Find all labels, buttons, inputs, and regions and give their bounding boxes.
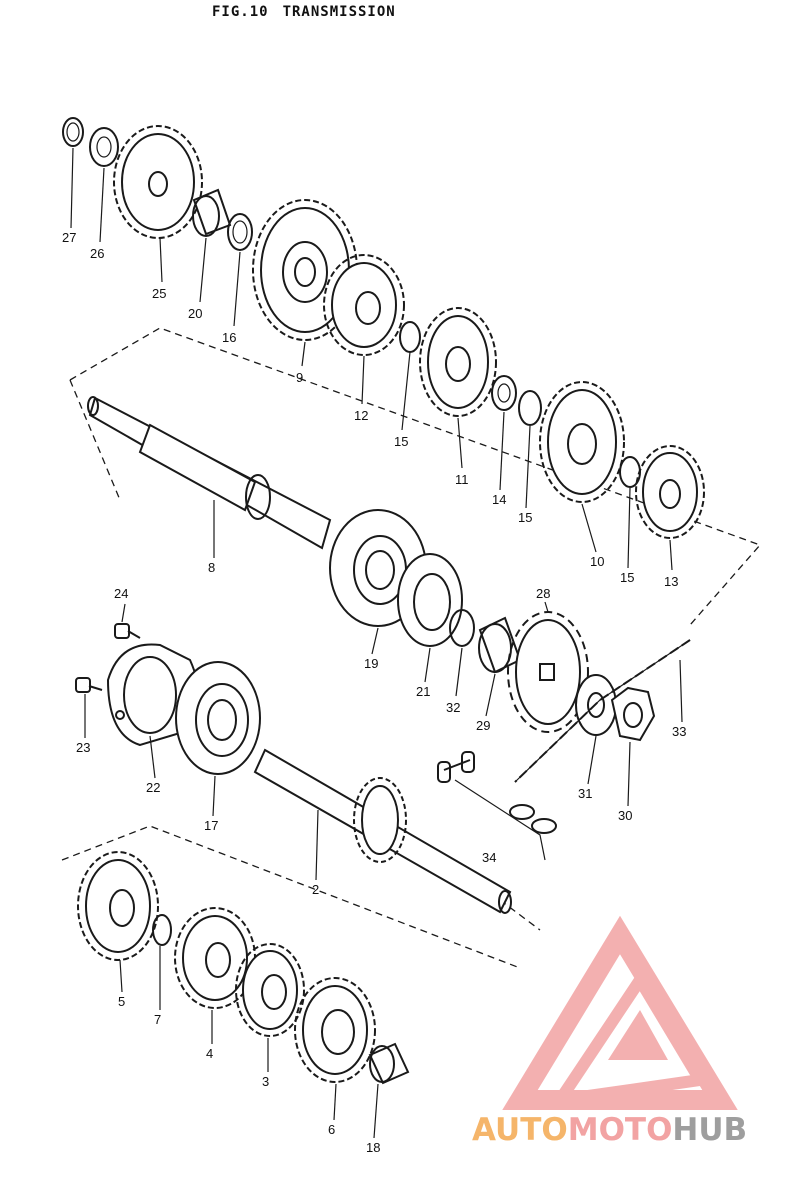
part-label: 9	[296, 370, 303, 385]
part-32-o-ring	[449, 609, 475, 647]
part-23-bolt	[75, 677, 103, 693]
part-label: 3	[262, 1074, 269, 1089]
watermark-logo-icon	[502, 915, 738, 1110]
part-labels: 27 26 25 20 16 9 12 15 11 14 15 10 15 13…	[62, 230, 686, 1155]
watermark-text-hub: HUB	[672, 1112, 748, 1148]
part-8-countershaft	[87, 396, 332, 550]
part-label: 34	[482, 850, 496, 865]
watermark-text-auto: AUTO	[472, 1112, 568, 1148]
part-29-spacer	[478, 616, 522, 674]
watermark-text: AUTOMOTOHUB	[472, 1112, 747, 1148]
part-label: 25	[152, 286, 166, 301]
watermark-text-moto: MOTO	[567, 1112, 673, 1148]
part-7-circlip	[152, 914, 172, 946]
part-12-gear	[323, 254, 405, 356]
part-18-bushing	[368, 1042, 410, 1085]
part-2-main-shaft	[253, 748, 512, 914]
part-5-gear	[77, 851, 159, 961]
part-label: 26	[90, 246, 104, 261]
part-27-circlip	[62, 117, 84, 147]
part-16-washer	[227, 213, 253, 251]
part-34-chain-joint	[437, 751, 557, 861]
part-label: 33	[672, 724, 686, 739]
part-label: 18	[366, 1140, 380, 1155]
lower-group-boundary	[61, 825, 541, 969]
part-label: 15	[518, 510, 532, 525]
part-label: 7	[154, 1012, 161, 1027]
part-label: 32	[446, 700, 460, 715]
part-label: 8	[208, 560, 215, 575]
part-25-gear	[113, 125, 203, 239]
part-17-bearing	[175, 661, 261, 775]
part-label: 11	[455, 472, 469, 487]
part-label: 10	[590, 554, 604, 569]
part-15-circlip-a	[399, 321, 421, 353]
part-label: 28	[536, 586, 550, 601]
part-label: 29	[476, 718, 490, 733]
part-label: 24	[114, 586, 128, 601]
part-label: 13	[664, 574, 678, 589]
part-label: 16	[222, 330, 236, 345]
part-label: 15	[394, 434, 408, 449]
part-21-oil-seal	[397, 553, 463, 647]
part-6-gear	[294, 977, 376, 1083]
part-30-nut	[610, 686, 656, 742]
part-label: 20	[188, 306, 202, 321]
part-26-washer	[89, 127, 119, 167]
part-label: 6	[328, 1122, 335, 1137]
part-14-washer	[491, 375, 517, 411]
part-label: 27	[62, 230, 76, 245]
part-label: 12	[354, 408, 368, 423]
part-13-gear	[635, 445, 705, 539]
part-label: 21	[416, 684, 430, 699]
figure-number: FIG.10	[212, 4, 269, 20]
part-label: 31	[578, 786, 592, 801]
part-10-gear	[539, 381, 625, 503]
part-label: 5	[118, 994, 125, 1009]
part-label: 22	[146, 780, 160, 795]
part-label: 19	[364, 656, 378, 671]
part-label: 23	[76, 740, 90, 755]
part-label: 14	[492, 492, 506, 507]
part-label: 4	[206, 1046, 213, 1061]
part-label: 30	[618, 808, 632, 823]
part-label: 2	[312, 882, 319, 897]
part-3-gear	[235, 943, 305, 1037]
part-20-bushing	[192, 188, 232, 237]
leader-lines	[70, 147, 683, 1139]
part-15-circlip-b	[518, 390, 542, 426]
part-label: 17	[204, 818, 218, 833]
part-28-sprocket	[507, 611, 589, 733]
part-11-gear	[419, 307, 497, 417]
figure-title: FIG.10 TRANSMISSION	[212, 4, 410, 20]
part-label: 15	[620, 570, 634, 585]
part-33-drive-chain	[514, 639, 691, 783]
figure-name: TRANSMISSION	[282, 4, 396, 20]
part-24-bolt	[114, 623, 141, 639]
